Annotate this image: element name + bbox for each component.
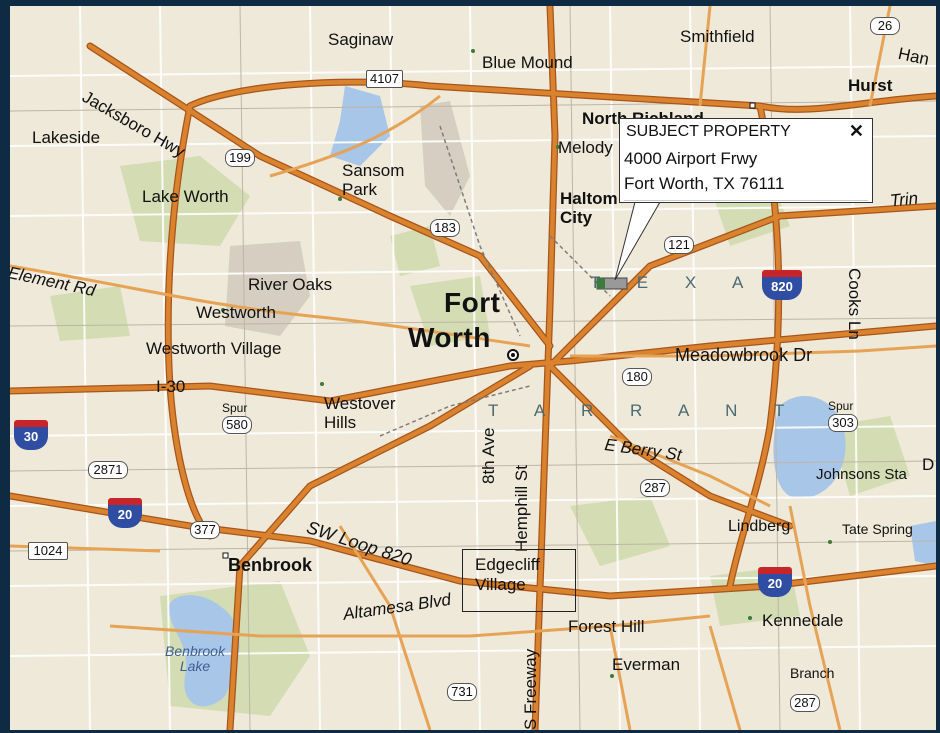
label-hemphill-st: Hemphill St <box>512 465 531 552</box>
label-melody: Melody <box>558 138 613 157</box>
label-meadowbrook-dr: Meadowbrook Dr <box>675 345 813 365</box>
shield-121: 121 <box>664 236 694 254</box>
north-richland-marker <box>749 102 756 109</box>
label-forest-hill: Forest Hill <box>568 617 645 636</box>
label-spur-303: Spur <box>828 399 854 413</box>
label-branch: Branch <box>790 665 835 681</box>
shield-287-south: 287 <box>790 694 820 712</box>
label-truncated-d: D <box>922 455 935 474</box>
shield-377: 377 <box>190 521 220 539</box>
label-river-oaks: River Oaks <box>248 275 333 294</box>
benbrook-marker <box>222 552 229 559</box>
label-johnsons-sta: Johnsons Sta <box>816 466 907 483</box>
minor-road-grid <box>10 6 936 730</box>
shield-4107: 4107 <box>366 70 403 88</box>
label-spur-580: Spur <box>222 401 248 415</box>
label-worth: Worth <box>408 322 491 353</box>
park-area <box>410 276 490 346</box>
label-fort: Fort <box>444 287 501 318</box>
label-truncated-trin: Trin <box>889 188 919 211</box>
close-icon[interactable]: ✕ <box>848 121 864 141</box>
edgecliff-village-box: Edgecliff Village <box>462 549 576 612</box>
interstate-shield-20-west: 20 <box>108 498 142 528</box>
arterial-road <box>10 6 936 730</box>
water-lake <box>773 396 846 498</box>
label-i30: I-30 <box>156 377 186 396</box>
place-dots <box>221 49 832 678</box>
label-8th-ave: 8th Ave <box>479 427 498 484</box>
label-sansom-park: Sansom Park <box>342 161 405 199</box>
label-benbrook: Benbrook <box>228 555 313 575</box>
label-cooks-ln: Cooks Ln <box>845 268 864 340</box>
label-saginaw: Saginaw <box>328 30 394 49</box>
label-westworth: Westworth <box>196 303 276 322</box>
interstate-shield-30: 30 <box>14 420 48 450</box>
label-lindberg: Lindberg <box>728 518 791 535</box>
water-lake <box>910 521 936 566</box>
label-edgecliff-village: Edgecliff Village <box>475 555 540 594</box>
label-benbrook-lake: Benbrook Lake <box>165 643 225 674</box>
shield-580: 580 <box>222 416 252 434</box>
shield-183: 183 <box>430 219 460 237</box>
park-area <box>120 156 250 246</box>
popup-address-line2: Fort Worth, TX 76111 <box>624 174 785 193</box>
label-blue-mound: Blue Mound <box>482 53 573 72</box>
shield-199: 199 <box>225 149 255 167</box>
water-benbrook-lake <box>168 595 240 707</box>
park-area <box>390 226 440 276</box>
label-kennedale: Kennedale <box>762 611 844 630</box>
label-smithfield: Smithfield <box>680 27 755 46</box>
label-tarrant: T A R R A N T <box>488 401 801 420</box>
shield-303: 303 <box>828 414 858 432</box>
shield-287-north: 287 <box>640 479 670 497</box>
map-canvas[interactable]: Saginaw Smithfield Blue Mound Hurst Han … <box>10 6 936 730</box>
shield-26: 26 <box>870 17 900 35</box>
shield-1024: 1024 <box>28 542 68 560</box>
park-area <box>570 496 670 566</box>
label-westover-hills: Westover Hills <box>324 394 396 432</box>
interstate-shield-820: 820 <box>762 270 802 300</box>
popup-title: SUBJECT PROPERTY <box>626 123 791 140</box>
property-info-popup[interactable]: SUBJECT PROPERTY ✕ 4000 Airport Frwy For… <box>619 118 873 203</box>
urban-area <box>420 101 470 216</box>
shield-731: 731 <box>447 683 477 701</box>
label-tate-spring: Tate Spring <box>842 521 913 537</box>
park-area <box>830 416 910 496</box>
label-s-freeway: S Freeway <box>521 648 540 730</box>
label-lakeside: Lakeside <box>32 128 101 147</box>
water-lake-worth <box>330 86 390 166</box>
label-westworth-village: Westworth Village <box>146 339 282 358</box>
shield-180: 180 <box>622 368 652 386</box>
shield-2871: 2871 <box>88 461 128 479</box>
label-lake-worth: Lake Worth <box>142 187 229 206</box>
label-hurst: Hurst <box>848 76 893 95</box>
popup-divider <box>624 200 868 201</box>
interstate-shield-20-east: 20 <box>758 567 792 597</box>
popup-address-line1: 4000 Airport Frwy <box>624 149 758 168</box>
label-haltom-city: Haltom City <box>560 189 618 227</box>
park-area <box>50 286 130 341</box>
label-everman: Everman <box>612 655 681 674</box>
